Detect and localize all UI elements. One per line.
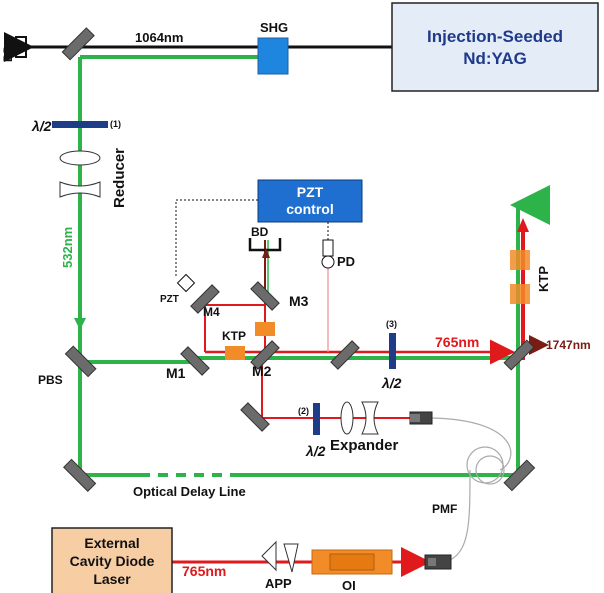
beam-dump-top-left bbox=[15, 36, 27, 58]
red-wavelength-in-label: 765nm bbox=[182, 563, 226, 579]
pzt-actuator bbox=[176, 273, 196, 293]
seed-laser-line1: Injection-Seeded bbox=[427, 27, 563, 46]
ktp-cavity-crystal-a bbox=[255, 322, 275, 336]
optical-delay-line-label: Optical Delay Line bbox=[133, 484, 246, 499]
expander-convex-lens bbox=[340, 401, 354, 435]
mirror-delay-right bbox=[503, 459, 536, 492]
ir-wavelength-label: 1064nm bbox=[135, 30, 183, 45]
red-arrow-up bbox=[517, 218, 529, 232]
shg-crystal bbox=[257, 37, 289, 75]
ecdl-line1: External bbox=[84, 535, 139, 551]
pzt-control-wire-left bbox=[175, 199, 258, 278]
bd-cavity-label: BD bbox=[251, 225, 269, 239]
pd-label: PD bbox=[337, 254, 355, 269]
green-arrow-down bbox=[74, 318, 86, 330]
pmf-coil-2 bbox=[475, 455, 505, 485]
m1-label: M1 bbox=[166, 365, 186, 381]
pbs-label: PBS bbox=[38, 373, 63, 387]
mirror-top-left bbox=[61, 27, 95, 61]
halfwave-plate-1 bbox=[52, 121, 108, 128]
oi-label: OI bbox=[342, 578, 356, 593]
beam-dump-cavity bbox=[248, 238, 282, 252]
mirror-delay-left bbox=[63, 458, 97, 492]
mirror-seed-turn bbox=[240, 402, 270, 432]
mirror-right-output bbox=[503, 339, 535, 371]
pzt-control-line1: PZT bbox=[297, 184, 324, 200]
halfwave-plate-3 bbox=[389, 333, 396, 369]
halfwave-2-label: λ/2 bbox=[305, 443, 326, 459]
halfwave-3-label: λ/2 bbox=[381, 375, 402, 391]
halfwave-1-label: λ/2 bbox=[31, 118, 52, 134]
pzt-control-box bbox=[257, 179, 363, 223]
halfwave-3-index: (3) bbox=[386, 319, 397, 329]
m4-label: M4 bbox=[203, 305, 220, 319]
pzt-label: PZT bbox=[160, 294, 179, 305]
ktp-right-crystal-a bbox=[510, 250, 530, 270]
shg-label: SHG bbox=[260, 20, 288, 35]
reducer-label: Reducer bbox=[111, 148, 128, 208]
leak-arrow-up bbox=[262, 248, 270, 258]
expander-concave-lens bbox=[361, 401, 379, 435]
optical-isolator-core bbox=[329, 553, 375, 571]
seed-laser-box bbox=[391, 2, 599, 92]
expander-label: Expander bbox=[330, 437, 399, 454]
ktp-right-crystal-b bbox=[510, 284, 530, 304]
green-wavelength-label: 532nm bbox=[60, 227, 75, 268]
app-prism-a bbox=[261, 540, 277, 572]
pzt-control-line2: control bbox=[286, 201, 333, 217]
nir-wavelength-label: 1747nm bbox=[546, 338, 591, 352]
reducer-convex-lens bbox=[59, 150, 101, 166]
photodiode-head bbox=[321, 255, 335, 269]
pbs-cube bbox=[64, 345, 97, 378]
mirror-m2 bbox=[250, 340, 280, 370]
app-label: APP bbox=[265, 576, 292, 591]
m3-label: M3 bbox=[289, 293, 309, 309]
pmf-coil-1 bbox=[466, 446, 504, 484]
seed-laser-line2: Nd:YAG bbox=[463, 49, 527, 68]
ecdl-line2: Cavity Diode bbox=[70, 553, 155, 569]
fiber-collimator-top-cap bbox=[410, 414, 420, 422]
halfwave-1-index: (1) bbox=[110, 119, 121, 129]
dichroic-mirror-mid bbox=[330, 340, 360, 370]
fiber-collimator-bottom-cap bbox=[428, 558, 436, 566]
mirror-m3 bbox=[250, 281, 280, 311]
ecdl-box bbox=[51, 527, 173, 593]
ecdl-line3: Laser bbox=[93, 571, 131, 587]
ktp-cavity-label: KTP bbox=[222, 329, 246, 343]
bd-top-left-label: BD bbox=[1, 44, 15, 62]
app-prism-b bbox=[283, 543, 299, 573]
pmf-fiber bbox=[431, 417, 512, 561]
mirror-m4 bbox=[190, 284, 220, 314]
reducer-concave-lens bbox=[59, 181, 101, 198]
m2-label: M2 bbox=[252, 363, 272, 379]
pmf-label: PMF bbox=[432, 502, 457, 516]
halfwave-2-index: (2) bbox=[298, 406, 309, 416]
photodiode-body bbox=[322, 239, 334, 257]
ktp-cavity-crystal-b bbox=[225, 346, 245, 360]
ktp-right-label: KTP bbox=[536, 266, 551, 292]
mirror-m1 bbox=[180, 346, 210, 376]
halfwave-plate-2 bbox=[313, 403, 320, 435]
red-wavelength-out-label: 765nm bbox=[435, 334, 479, 350]
